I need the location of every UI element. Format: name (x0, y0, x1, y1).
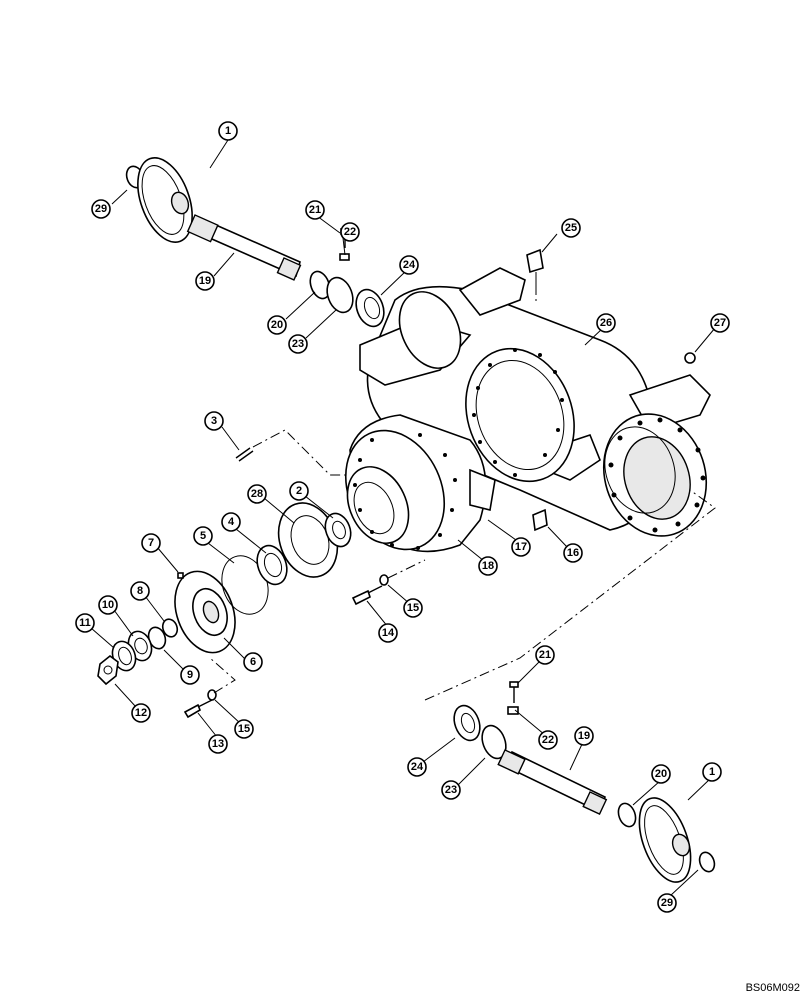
callout-10: 10 (98, 595, 118, 615)
callout-11: 11 (75, 613, 95, 633)
svg-text:24: 24 (411, 761, 424, 773)
svg-text:24: 24 (403, 259, 416, 271)
callout-9: 9 (180, 665, 200, 685)
alignment-lines (209, 285, 716, 701)
svg-text:1: 1 (225, 125, 231, 137)
callout-24-lower: 24 (407, 757, 427, 777)
svg-text:22: 22 (542, 734, 554, 746)
svg-text:9: 9 (187, 669, 193, 681)
callout-24-upper: 24 (399, 255, 419, 275)
svg-text:20: 20 (271, 319, 283, 331)
svg-text:2: 2 (296, 485, 302, 497)
svg-text:7: 7 (148, 537, 154, 549)
callout-3: 3 (204, 411, 224, 431)
pinion-small-parts (97, 248, 696, 719)
callout-27: 27 (710, 313, 730, 333)
svg-text:20: 20 (655, 768, 667, 780)
svg-text:15: 15 (407, 602, 419, 614)
svg-text:10: 10 (102, 599, 114, 611)
pinion-flange-group (174, 502, 352, 654)
callout-22-upper: 22 (340, 222, 360, 242)
upper-axle-shaft-assembly (125, 157, 385, 328)
callout-1-lower: 1 (702, 762, 722, 782)
callout-5: 5 (193, 526, 213, 546)
svg-text:22: 22 (344, 226, 356, 238)
svg-text:6: 6 (250, 656, 256, 668)
svg-text:18: 18 (482, 560, 494, 572)
svg-text:27: 27 (714, 317, 726, 329)
svg-text:11: 11 (79, 617, 91, 629)
callout-12: 12 (131, 703, 151, 723)
svg-text:29: 29 (661, 897, 673, 909)
drawing-reference-code: BS06M092 (745, 982, 800, 994)
svg-text:21: 21 (539, 649, 551, 661)
callout-4: 4 (221, 512, 241, 532)
svg-text:5: 5 (200, 530, 206, 542)
svg-text:4: 4 (228, 516, 235, 528)
svg-text:28: 28 (251, 488, 263, 500)
callout-29-upper: 29 (91, 199, 111, 219)
svg-text:23: 23 (445, 784, 457, 796)
svg-text:3: 3 (211, 415, 217, 427)
svg-text:19: 19 (199, 275, 211, 287)
callout-13: 13 (208, 734, 228, 754)
svg-text:12: 12 (135, 707, 147, 719)
callout-15-lower: 15 (234, 719, 254, 739)
callout-21-upper: 21 (305, 200, 325, 220)
axle-housing (359, 267, 711, 537)
svg-text:25: 25 (565, 222, 577, 234)
callout-21-lower: 21 (535, 645, 555, 665)
callout-7: 7 (141, 533, 161, 553)
callout-20-upper: 20 (267, 315, 287, 335)
callout-23-lower: 23 (441, 780, 461, 800)
svg-text:14: 14 (382, 627, 395, 639)
lower-axle-shaft-assembly (453, 681, 716, 883)
callout-14: 14 (378, 623, 398, 643)
svg-text:8: 8 (137, 585, 143, 597)
callout-28: 28 (247, 484, 267, 504)
callout-29-lower: 29 (657, 893, 677, 913)
callout-16: 16 (563, 543, 583, 563)
svg-text:16: 16 (567, 547, 579, 559)
callout-20-lower: 20 (651, 764, 671, 784)
svg-text:29: 29 (95, 203, 107, 215)
svg-text:1: 1 (709, 766, 715, 778)
svg-text:21: 21 (309, 204, 321, 216)
svg-text:26: 26 (600, 317, 612, 329)
callout-2: 2 (289, 481, 309, 501)
callout-19-upper: 19 (195, 271, 215, 291)
svg-text:19: 19 (578, 730, 590, 742)
callout-8: 8 (130, 581, 150, 601)
callout-23-upper: 23 (288, 334, 308, 354)
callout-25: 25 (561, 218, 581, 238)
svg-text:17: 17 (515, 541, 527, 553)
callout-1-upper: 1 (218, 121, 238, 141)
leader-lines (90, 139, 716, 897)
callout-6: 6 (243, 652, 263, 672)
callout-22-lower: 22 (538, 730, 558, 750)
svg-text:23: 23 (292, 338, 304, 350)
svg-text:13: 13 (212, 738, 224, 750)
callout-17: 17 (511, 537, 531, 557)
svg-text:15: 15 (238, 723, 250, 735)
callout-26: 26 (596, 313, 616, 333)
callout-19-lower: 19 (574, 726, 594, 746)
callout-15-upper: 15 (403, 598, 423, 618)
callout-18: 18 (478, 556, 498, 576)
differential-carrier (344, 414, 496, 553)
